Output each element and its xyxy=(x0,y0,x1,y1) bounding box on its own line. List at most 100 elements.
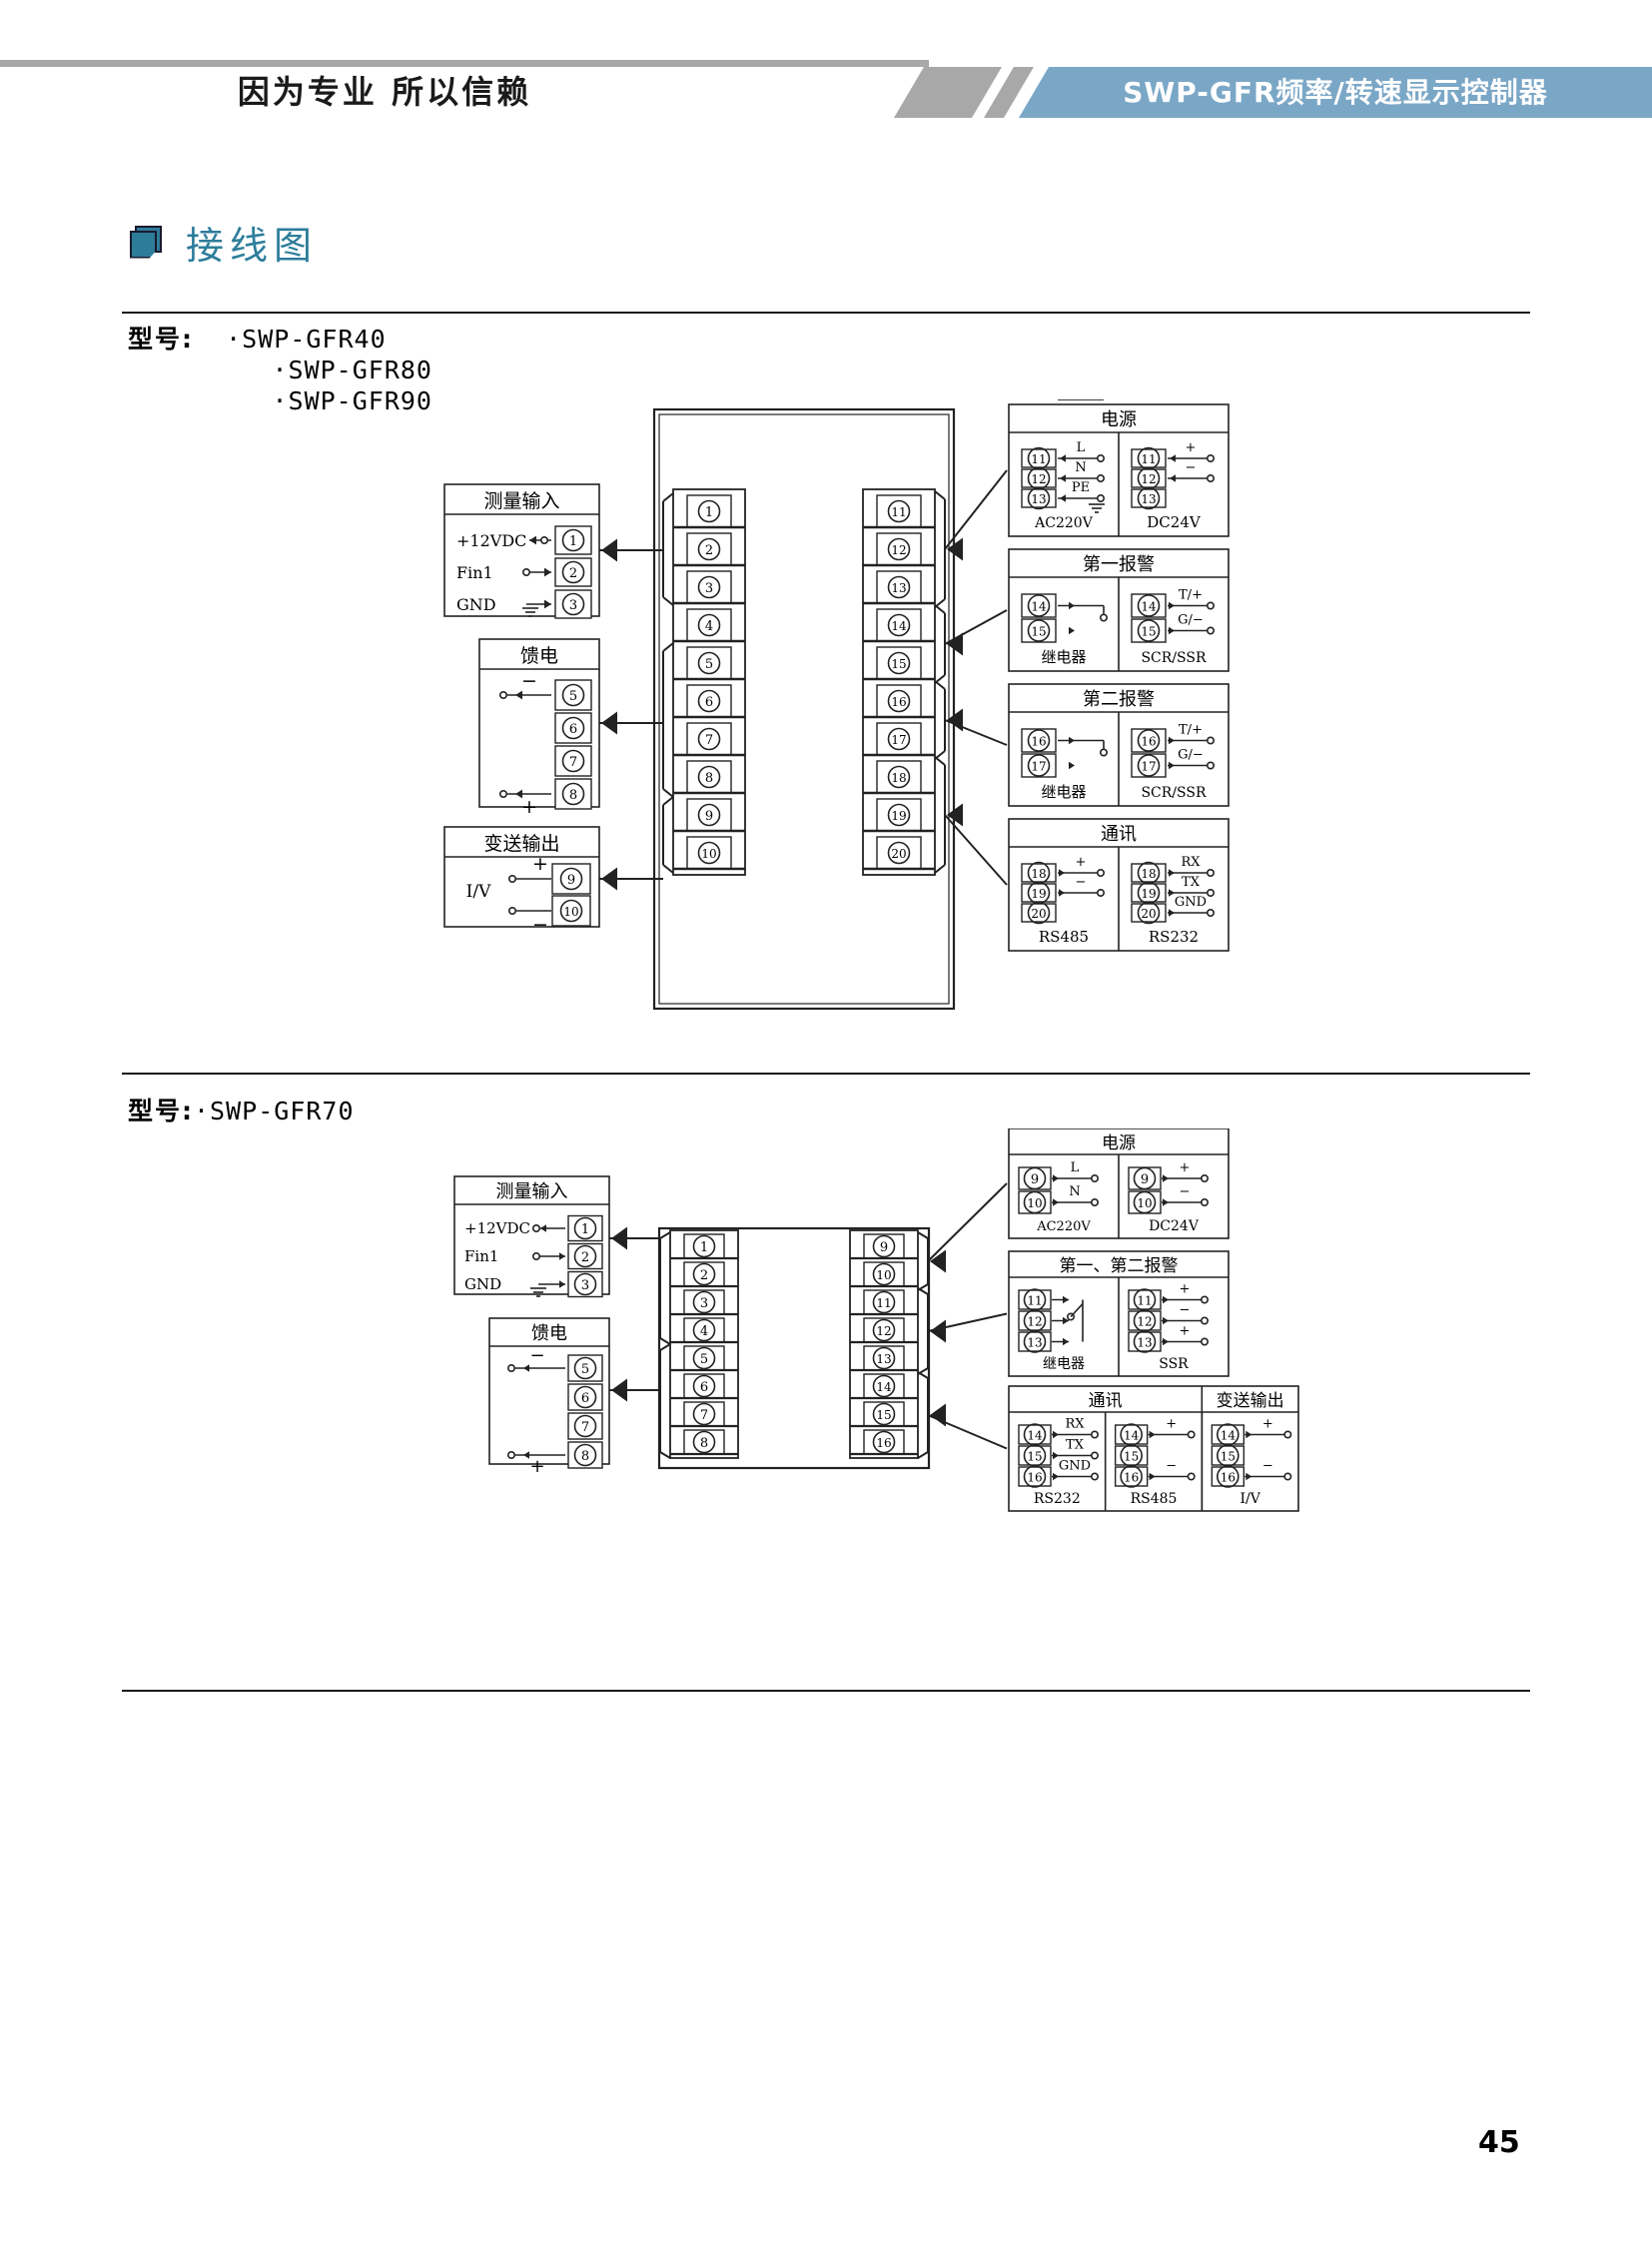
terminal-ring xyxy=(1027,486,1051,510)
terminal-ring xyxy=(573,1216,597,1240)
terminal-number: 13 xyxy=(1141,492,1156,506)
polarity-label: − xyxy=(529,1345,544,1366)
terminal-number: 14 xyxy=(1124,1429,1140,1443)
terminal-ring xyxy=(1137,754,1161,777)
bus-bracket xyxy=(659,1337,671,1345)
terminal-number: 15 xyxy=(891,657,906,671)
terminal-cell xyxy=(863,1373,905,1399)
wire-terminal-dot xyxy=(1283,1472,1292,1481)
terminal-number: 8 xyxy=(581,1449,589,1464)
terminal-number: 13 xyxy=(876,1352,891,1366)
bus-bracket xyxy=(917,1371,929,1379)
signal-label: TX xyxy=(1066,1438,1085,1453)
wire-terminal-dot xyxy=(1187,1472,1196,1481)
row-label: +12VDC xyxy=(464,1219,530,1237)
terminal-number: 15 xyxy=(1031,625,1046,639)
terminal-ring xyxy=(692,1374,716,1398)
terminal-number: 1 xyxy=(581,1222,589,1237)
row-label: +12VDC xyxy=(456,531,526,550)
terminal-ring xyxy=(872,1346,896,1370)
terminal-ring xyxy=(573,1443,597,1467)
terminal-cell xyxy=(863,1345,905,1371)
terminal-number: 12 xyxy=(1137,1315,1152,1329)
terminal-ring xyxy=(692,1318,716,1342)
terminal-cell xyxy=(567,1354,603,1382)
header-slogan: 因为专业 所以信赖 xyxy=(237,73,532,111)
terminal-number: 16 xyxy=(1221,1471,1236,1485)
terminal-number: 17 xyxy=(1031,760,1046,774)
page-header: 因为专业 所以信赖 SWP-GFR频率/转速显示控制器 xyxy=(0,60,1652,118)
signal-label: G/− xyxy=(1178,613,1204,628)
terminal-cell xyxy=(683,1233,725,1259)
terminal-number: 14 xyxy=(1031,600,1047,614)
arrow-head xyxy=(523,1364,529,1372)
model-label-2: 型号: xyxy=(128,1097,194,1125)
arrow-head xyxy=(1053,1198,1059,1206)
page-title: 接线图 xyxy=(186,224,319,268)
wire-terminal-dot xyxy=(1097,494,1106,503)
bus-bracket xyxy=(662,596,674,606)
terminal-number: 16 xyxy=(1031,735,1046,749)
terminal-cell xyxy=(1018,1331,1052,1352)
terminal-number: 19 xyxy=(1031,887,1046,901)
column-footer: RS485 xyxy=(1131,1491,1178,1507)
column-footer: RS232 xyxy=(1149,928,1199,946)
arrow-head xyxy=(559,1252,565,1260)
terminal-cell xyxy=(683,1289,725,1315)
model-item-1: ·SWP-GFR40 xyxy=(226,325,387,354)
arrow-head xyxy=(1069,626,1075,635)
terminal-number: 16 xyxy=(1124,1471,1139,1485)
wire-terminal-dot xyxy=(1097,474,1106,483)
terminal-number: 19 xyxy=(1141,887,1156,901)
terminal-cell xyxy=(1018,1466,1052,1487)
column-footer: DC24V xyxy=(1149,1218,1200,1234)
polarity-label: − xyxy=(521,670,537,692)
wire-terminal-dot xyxy=(1091,1430,1100,1439)
arrow-head xyxy=(1170,454,1176,462)
terminal-ring xyxy=(1027,901,1051,925)
terminal-cell xyxy=(683,1261,725,1287)
terminal-number: 15 xyxy=(876,1408,891,1422)
arrow-head xyxy=(1163,1174,1169,1182)
bus-arrow-head xyxy=(947,537,963,561)
signal-label: L xyxy=(1077,440,1086,455)
terminal-ring xyxy=(872,1430,896,1454)
terminal-cell xyxy=(567,1214,603,1242)
terminal-number: 11 xyxy=(1027,1294,1042,1308)
signal-label: + xyxy=(1076,855,1087,870)
terminal-ring xyxy=(692,1430,716,1454)
terminal-ring xyxy=(561,716,585,740)
terminal-number: 8 xyxy=(700,1436,708,1451)
terminal-ring xyxy=(697,841,721,865)
terminal-number: 15 xyxy=(1141,625,1156,639)
terminal-ring xyxy=(887,499,911,523)
terminal-number: 9 xyxy=(1141,1172,1149,1187)
section-heading: 接线图 xyxy=(130,215,318,270)
terminal-ring xyxy=(697,575,721,599)
signal-label: − xyxy=(1262,1459,1273,1474)
terminal-number: 6 xyxy=(700,1380,708,1395)
terminal-number: 20 xyxy=(1141,907,1156,921)
terminal-cell xyxy=(863,1261,905,1287)
terminal-number: 11 xyxy=(1031,452,1046,466)
wire-terminal-dot xyxy=(498,690,507,699)
bus-bracket xyxy=(662,796,674,806)
box-title: 第一报警 xyxy=(1083,554,1155,575)
signal-label: GND xyxy=(1175,895,1207,910)
bus-arrow-head xyxy=(601,538,617,562)
terminal-ring xyxy=(561,683,585,707)
wire-terminal-dot xyxy=(1097,888,1106,897)
terminal-ring xyxy=(573,1385,597,1409)
terminal-ring xyxy=(692,1346,716,1370)
terminal-ring xyxy=(1133,1166,1157,1190)
bus-bracket xyxy=(662,492,674,502)
terminal-number: 11 xyxy=(891,505,906,519)
terminal-number: 9 xyxy=(1031,1172,1039,1187)
bus-arrow-head xyxy=(930,1319,946,1343)
terminal-number: 13 xyxy=(1031,492,1046,506)
terminal-ring xyxy=(872,1374,896,1398)
column-footer: 继电器 xyxy=(1043,1356,1085,1372)
signal-label: RX xyxy=(1181,855,1201,870)
terminal-cell xyxy=(567,1242,603,1270)
